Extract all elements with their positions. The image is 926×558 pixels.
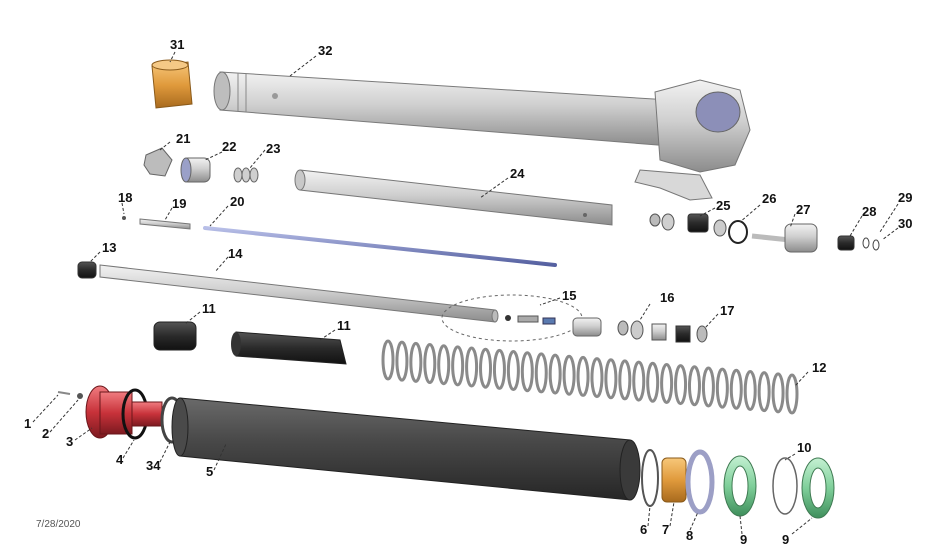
part-label-24: 23 (266, 141, 280, 156)
part-label-23: 22 (222, 139, 236, 154)
part-label-25: 24 (510, 166, 525, 181)
spring-coil (451, 345, 465, 387)
spring-coil (660, 362, 674, 404)
spring-coil (757, 371, 771, 413)
spring-coil (729, 368, 743, 410)
spring-coil (534, 352, 548, 394)
spring-coil (674, 364, 688, 406)
spring-coil (576, 355, 590, 397)
part-label-9b: 9 (782, 532, 789, 547)
spring-coil (771, 372, 785, 414)
part-label-6: 6 (640, 522, 647, 537)
damper-tube-part (294, 169, 613, 226)
part-label-16: 15 (562, 288, 576, 303)
spring-coil (506, 350, 520, 392)
part-label-13: 12 (812, 360, 826, 375)
damper-assembly-parts (441, 294, 708, 343)
part-label-28: 27 (796, 202, 810, 217)
part-label-11: 11 (202, 301, 216, 316)
part-label-3: 3 (66, 434, 73, 449)
part-label-26: 25 (716, 198, 730, 213)
date-stamp: 7/28/2020 (36, 519, 81, 530)
spring-coil (381, 339, 395, 381)
spring-coil (562, 354, 576, 396)
spring-coil (423, 343, 437, 385)
spring-coil (618, 359, 632, 401)
shaft-part (77, 261, 499, 323)
part-label-8: 8 (686, 528, 693, 543)
spring-coil (409, 341, 423, 383)
spring-coil (743, 369, 757, 411)
part-label-22: 21 (176, 131, 190, 146)
part-label-17: 16 (660, 290, 674, 305)
spring-coil (604, 358, 618, 400)
spring-coil (479, 347, 493, 389)
part-label-27: 26 (762, 191, 776, 206)
spring-coil (437, 344, 451, 386)
bushing-part (151, 59, 193, 109)
lower-left-parts (57, 385, 184, 444)
cartridge-right-parts (649, 213, 880, 253)
leader-lines (32, 51, 899, 535)
part-label-29: 28 (862, 204, 876, 219)
part-label-10: 10 (797, 440, 811, 455)
part-label-7: 7 (662, 522, 669, 537)
part-label-34: 34 (146, 458, 161, 473)
part-label-19: 18 (118, 190, 132, 205)
part-label-12: 11 (337, 318, 351, 333)
spring-coil (395, 340, 409, 382)
part-label-9a: 9 (740, 532, 747, 547)
spring-coil (687, 365, 701, 407)
part-label-31: 30 (898, 216, 912, 231)
spring-coil (492, 348, 506, 390)
part-label-4: 4 (116, 452, 124, 467)
spring-coil (590, 357, 604, 399)
coil-spring-part (381, 339, 799, 415)
part-label-30: 29 (898, 190, 912, 205)
thin-rods (122, 216, 557, 267)
spring-coil (548, 353, 562, 395)
lower-leg-part (171, 397, 641, 501)
part-label-33: 32 (318, 43, 332, 58)
spring-coil (646, 361, 660, 403)
part-labels: 31 32 21 22 23 24 18 19 20 25 26 27 28 2… (24, 37, 912, 547)
part-label-1: 1 (24, 416, 31, 431)
spring-coil (632, 360, 646, 402)
part-label-5: 5 (206, 464, 213, 479)
part-label-21: 20 (230, 194, 244, 209)
spring-coil (701, 366, 715, 408)
spring-coil (785, 373, 799, 415)
spring-coil (465, 346, 479, 388)
part-label-2: 2 (42, 426, 49, 441)
part-label-32: 31 (170, 37, 184, 52)
seal-parts (641, 449, 835, 519)
upper-tube-part (213, 71, 751, 201)
spring-coil (520, 351, 534, 393)
part-label-15: 14 (228, 246, 243, 261)
black-spacers (153, 321, 347, 365)
small-parts-top-left (143, 147, 259, 183)
part-label-20: 19 (172, 196, 186, 211)
part-label-18: 17 (720, 303, 734, 318)
spring-coil (715, 367, 729, 409)
part-label-14: 13 (102, 240, 116, 255)
